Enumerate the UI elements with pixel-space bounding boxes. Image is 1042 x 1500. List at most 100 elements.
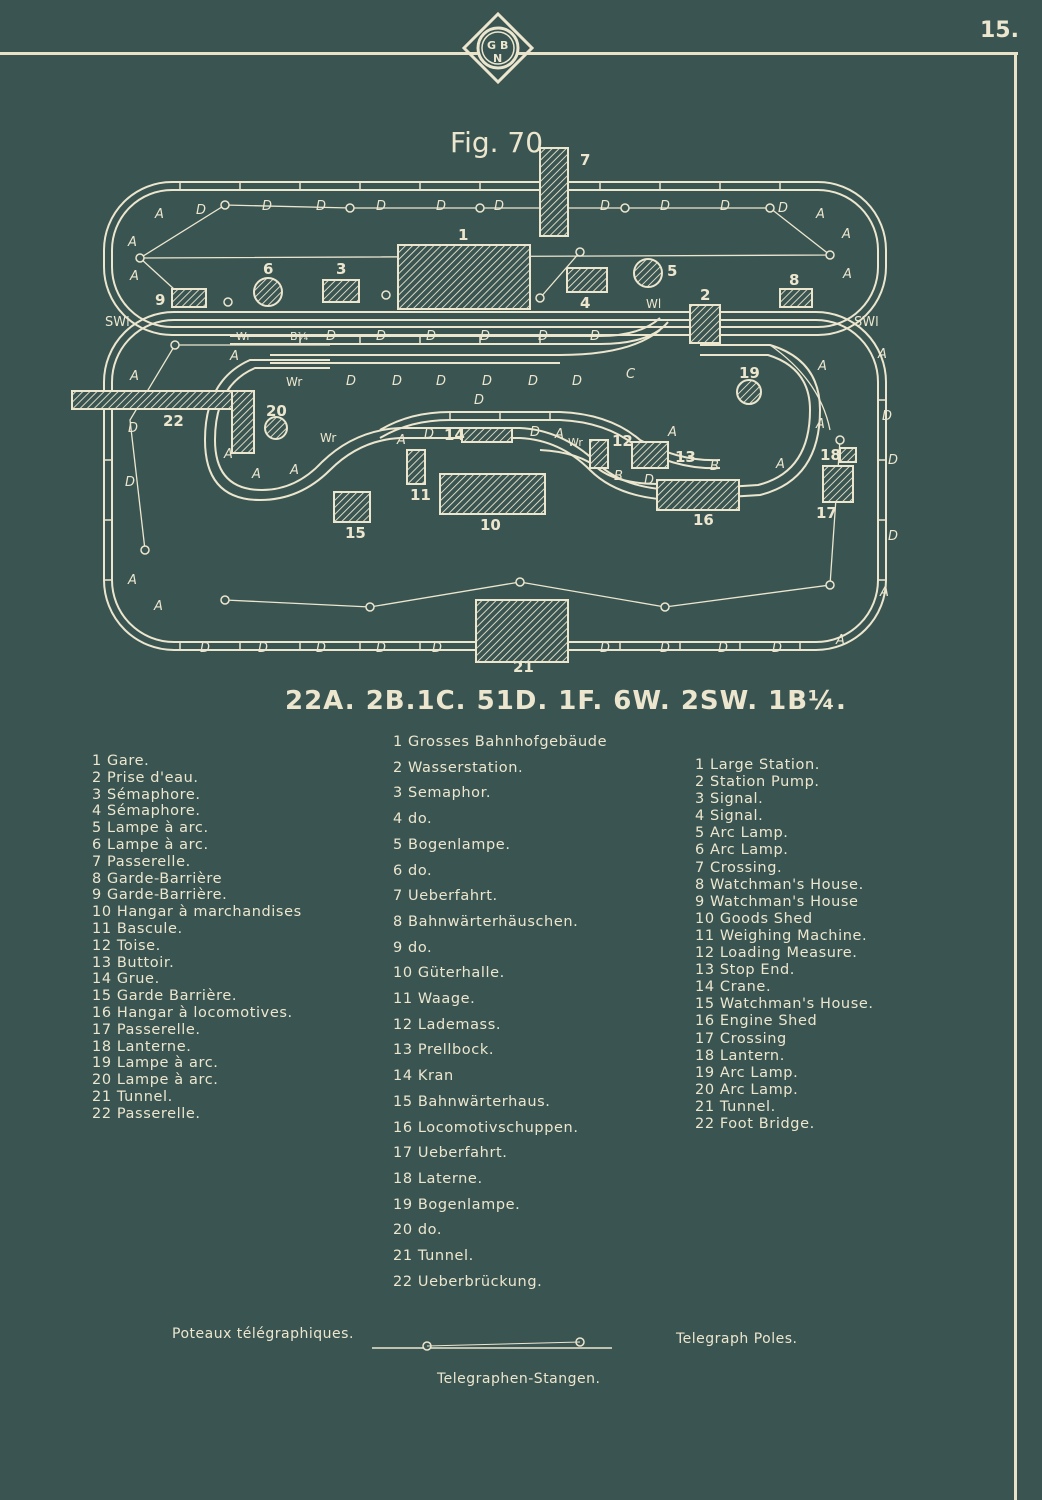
upper-loop-inner — [111, 189, 879, 328]
legend-item: 12 Toise. — [92, 937, 161, 954]
svg-text:A: A — [223, 447, 233, 462]
svg-text:D: D — [316, 641, 326, 656]
legend-item: 1 Grosses Bahnhofgebäude — [393, 734, 608, 750]
svg-text:D: D — [326, 329, 336, 344]
legend-item: 13 Stop End. — [695, 962, 795, 979]
svg-text:14: 14 — [444, 426, 465, 444]
legend-item: 2 Prise d'eau. — [92, 769, 199, 786]
svg-text:A: A — [127, 235, 137, 250]
svg-text:20: 20 — [266, 402, 287, 420]
legend-english: 1 Large Station. 2 Station Pump. 3 Signa… — [695, 757, 874, 1133]
svg-text:15: 15 — [345, 524, 366, 542]
svg-text:D: D — [778, 201, 788, 216]
legend-item: 20 do. — [393, 1222, 443, 1239]
svg-text:D: D — [482, 374, 492, 389]
legend-item: 22 Ueberbrückung. — [393, 1273, 543, 1290]
legend-item: 15 Garde Barrière. — [92, 988, 238, 1005]
inner-track-outer — [203, 344, 822, 502]
building-9-watchman — [171, 288, 207, 308]
switch-left-label: SWl — [105, 315, 130, 330]
legend-item: 8 Garde-Barrière — [92, 870, 223, 887]
svg-text:D: D — [720, 199, 730, 214]
legend-item: 19 Lampe à arc. — [92, 1055, 219, 1072]
building-17-crossing — [822, 465, 854, 503]
svg-text:Wr: Wr — [286, 375, 302, 389]
svg-text:A: A — [841, 227, 851, 242]
legend-item: 12 Lademass. — [393, 1016, 502, 1033]
building-15-watchman — [333, 491, 371, 523]
legend-item: 6 Lampe à arc. — [92, 836, 209, 853]
svg-text:D: D — [196, 203, 206, 218]
legend-item: 16 Engine Shed — [695, 1013, 818, 1030]
legend-item: 22 Foot Bridge. — [695, 1115, 815, 1132]
legend-item: 1 Large Station. — [695, 757, 820, 773]
svg-text:C: C — [626, 367, 636, 382]
svg-text:D: D — [316, 199, 326, 214]
building-3-semaphore — [322, 279, 360, 303]
telegraph-pole-symbol-icon — [372, 1337, 612, 1351]
legend-item: 10 Hangar à marchandises — [92, 904, 302, 921]
legend-item: 6 Arc Lamp. — [695, 842, 789, 859]
legend-item: 5 Bogenlampe. — [393, 836, 511, 853]
legend-item: 7 Crossing. — [695, 859, 783, 876]
building-2-water — [689, 304, 721, 344]
svg-text:A: A — [153, 599, 163, 614]
building-14-crane — [461, 427, 513, 443]
svg-text:22: 22 — [163, 412, 184, 430]
legend-item: 8 Watchman's House. — [695, 876, 864, 893]
svg-text:D: D — [392, 374, 402, 389]
svg-text:D: D — [376, 329, 386, 344]
svg-text:11: 11 — [410, 486, 431, 504]
svg-text:D: D — [494, 199, 504, 214]
svg-text:D: D — [480, 329, 490, 344]
legend-item: 10 Güterhalle. — [393, 965, 505, 982]
legend-item: 10 Goods Shed — [695, 910, 813, 927]
svg-text:2: 2 — [700, 286, 710, 304]
svg-text:1: 1 — [458, 226, 468, 244]
legend-item: 12 Loading Measure. — [695, 945, 858, 962]
svg-text:D: D — [528, 374, 538, 389]
inner-track-inner — [213, 354, 812, 492]
svg-text:12: 12 — [612, 432, 633, 450]
svg-text:D: D — [644, 473, 654, 488]
legend-item: 3 Sémaphore. — [92, 786, 201, 803]
figure-title: Fig. 70 — [450, 126, 544, 159]
legend-item: 13 Prellbock. — [393, 1042, 495, 1059]
legend-item: 7 Passerelle. — [92, 853, 191, 870]
building-1-station — [397, 244, 531, 310]
telegraph-label-fr: Poteaux télégraphiques. — [172, 1326, 354, 1342]
svg-text:A: A — [154, 207, 164, 222]
svg-text:D: D — [436, 199, 446, 214]
svg-text:5: 5 — [667, 262, 677, 280]
svg-text:21: 21 — [513, 658, 534, 676]
svg-text:A: A — [835, 633, 845, 648]
svg-text:D: D — [432, 641, 442, 656]
legend-item: 9 Watchman's House — [695, 893, 859, 910]
svg-text:Wr: Wr — [320, 431, 336, 445]
building-5-arc-lamp — [633, 258, 663, 288]
legend-item: 9 Garde-Barrière. — [92, 887, 228, 904]
building-6-arc-lamp — [253, 277, 283, 307]
legend-item: 3 Semaphor. — [393, 785, 492, 802]
svg-text:D: D — [600, 199, 610, 214]
legend-item: 8 Bahnwärterhäuschen. — [393, 913, 579, 930]
svg-text:D: D — [474, 393, 484, 408]
svg-text:D: D — [346, 374, 356, 389]
svg-text:A: A — [842, 267, 852, 282]
track-summary: 22A. 2B.1C. 51D. 1F. 6W. 2SW. 1B¼. — [285, 686, 847, 716]
svg-text:8: 8 — [789, 271, 799, 289]
building-22-footbridge — [71, 390, 255, 410]
building-11-weighing — [406, 449, 426, 485]
svg-text:D: D — [888, 529, 898, 544]
building-16-engine-shed — [656, 479, 740, 511]
svg-text:Wr: Wr — [236, 330, 251, 343]
svg-text:16: 16 — [693, 511, 714, 529]
svg-text:D: D — [262, 199, 272, 214]
legend-item: 14 Crane. — [695, 979, 772, 996]
svg-text:B: B — [710, 459, 719, 474]
svg-text:G: G — [487, 39, 496, 52]
svg-text:B: B — [614, 469, 623, 484]
building-4-signal — [566, 267, 608, 293]
svg-text:D: D — [660, 199, 670, 214]
building-18-lantern — [839, 447, 857, 463]
